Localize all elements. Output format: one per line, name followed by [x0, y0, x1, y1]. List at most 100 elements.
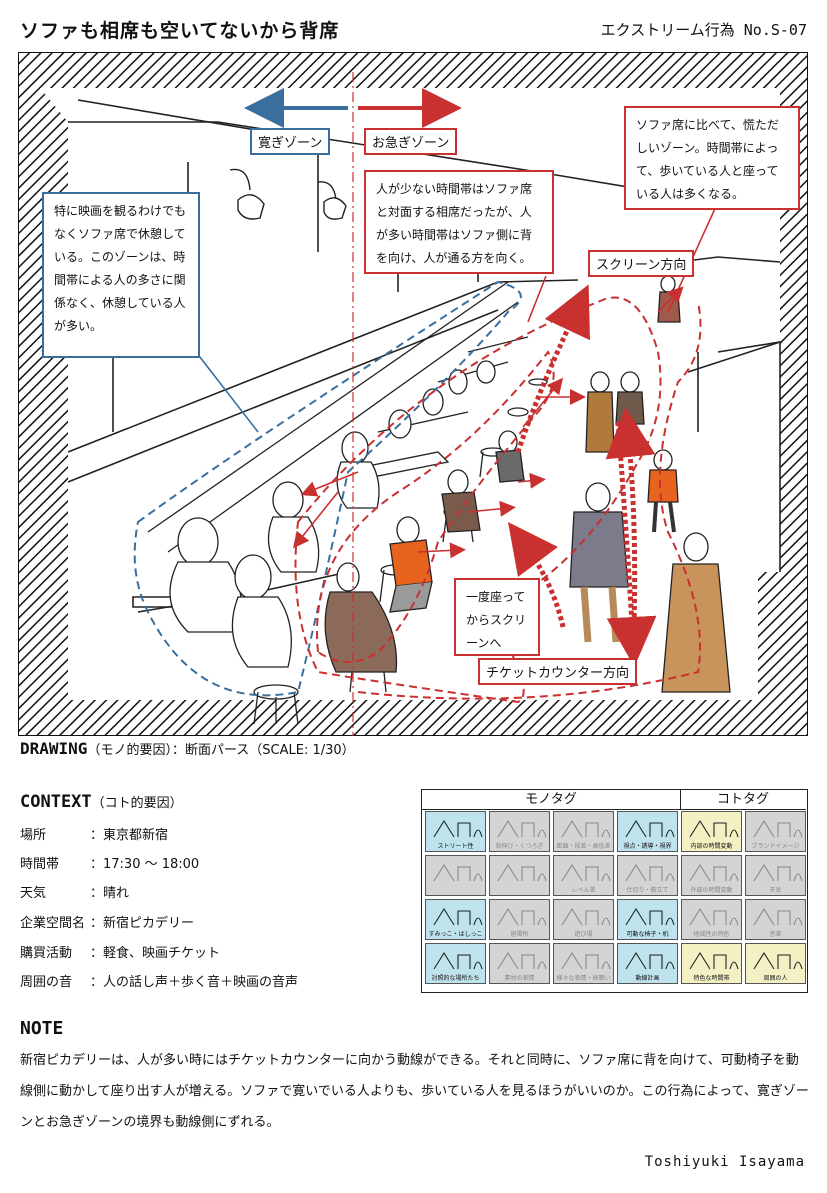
tag-cell-label: 居場所 [510, 931, 529, 938]
annotation-relax-zone: 特に映画を観るわけでもなくソファ席で休憩している。このゾーンは、時間帯による人の… [42, 192, 200, 358]
tag-panel: モノタグ コトタグ ストリート性 背伸び・くつろぎ 距離・段差・高低差 視点・誘導・視… [421, 789, 808, 993]
context-row-purchase: 購買活動 ：軽食、映画チケット [20, 942, 220, 961]
context-heading-sub: （コト的要因） [91, 796, 183, 811]
tag-cell: レベル差 [553, 855, 614, 896]
tag-cell-label: 様々な表情・振舞い [556, 975, 611, 982]
drawing-caption-main: DRAWING [20, 739, 88, 758]
tag-cell: 可動な椅子・机 [617, 899, 678, 940]
context-row-place: 場所 ：東京都新宿 [20, 824, 168, 843]
tag-illustration-icon [753, 863, 803, 882]
context-key: 周囲の音 [20, 975, 73, 990]
tag-cell: 周囲の人 [745, 943, 806, 984]
annotation-sit-then-screen: 一度座ってからスクリーンへ [454, 578, 540, 656]
author-name: Toshiyuki Isayama [644, 1154, 805, 1170]
tag-cell: ブランドイメージ [745, 811, 806, 852]
context-value: ：新宿ピカデリー [90, 916, 195, 931]
tag-cell: 動線計画 [617, 943, 678, 984]
context-value: ：軽食、映画チケット [90, 946, 221, 961]
tag-illustration-icon [753, 951, 803, 970]
tag-illustration-icon [753, 819, 803, 838]
drawing-caption-sub: （モノ的要因）：断面パース（SCALE: 1/30） [87, 743, 355, 758]
context-key: 購買活動 [20, 946, 73, 961]
tag-cell-label: 素材の表情 [504, 975, 535, 982]
context-key: 時間帯 [20, 857, 60, 872]
tag-cell-label: 距離・段差・高低差 [556, 843, 611, 850]
tag-cell: 背伸び・くつろぎ [489, 811, 550, 852]
context-heading: CONTEXT（コト的要因） [20, 792, 183, 812]
tag-illustration-icon [689, 951, 739, 970]
tag-illustration-icon [433, 907, 483, 926]
tag-illustration-icon [625, 863, 675, 882]
tag-illustration-icon [625, 951, 675, 970]
context-row-time: 時間帯 ：17:30 ～ 18:00 [20, 853, 199, 872]
tag-cell: 内部の時間変動 [681, 811, 742, 852]
tag-cell-label: 背伸び・くつろぎ [495, 843, 544, 850]
tag-illustration-icon [689, 863, 739, 882]
label-ticket-direction: チケットカウンター方向 [478, 658, 638, 685]
tag-cell-label: すみっこ・はしっこ [428, 931, 483, 938]
tag-illustration-icon [561, 819, 611, 838]
tag-cell-label: 天気 [769, 887, 782, 894]
tag-cell: 様々な表情・振舞い [553, 943, 614, 984]
context-value: ：17:30 ～ 18:00 [90, 857, 200, 872]
tag-cell-label: 仕切り・衝立て [626, 887, 669, 894]
mono-tag-header: モノタグ [422, 790, 681, 810]
tag-cell: 対照的な場所たち [425, 943, 486, 984]
tag-cell: 特色な時間帯 [681, 943, 742, 984]
tag-illustration-icon [689, 907, 739, 926]
tag-cell: 視点・誘導・視界 [617, 811, 678, 852]
context-value: ：東京都新宿 [90, 828, 169, 843]
tag-cell-label: レベル差 [571, 887, 596, 894]
tag-illustration-icon [625, 907, 675, 926]
tag-cell-label: 周囲の人 [763, 975, 788, 982]
tag-illustration-icon [625, 819, 675, 838]
tag-cell: 素材の表情 [489, 943, 550, 984]
context-row-space: 企業空間名：新宿ピカデリー [20, 912, 194, 931]
tag-illustration-icon [433, 863, 483, 882]
label-screen-direction: スクリーン方向 [588, 250, 695, 277]
tag-illustration-icon [753, 907, 803, 926]
tag-cell: ストリート性 [425, 811, 486, 852]
tag-illustration-icon [561, 907, 611, 926]
tag-cell-label: 外部の時間変動 [690, 887, 733, 894]
tag-cell-label: 遊び場 [574, 931, 593, 938]
tag-cell: すみっこ・はしっこ [425, 899, 486, 940]
tag-cell-label: 地域性の特色 [693, 931, 730, 938]
tag-illustration-icon [497, 863, 547, 882]
tag-cell-label: 内部の時間変動 [690, 843, 733, 850]
note-body: 新宿ピカデリーは、人が多い時にはチケットカウンターに向かう動線ができる。それと同… [20, 1053, 809, 1130]
tag-illustration-icon [561, 863, 611, 882]
tag-illustration-icon [689, 819, 739, 838]
context-key: 天気 [20, 886, 47, 901]
tag-cell: 遊び場 [553, 899, 614, 940]
context-row-weather: 天気 ：晴れ [20, 882, 129, 901]
tag-illustration-icon [433, 951, 483, 970]
tag-cell-label: 特色な時間帯 [693, 975, 730, 982]
tag-cell [425, 855, 486, 896]
tag-illustration-icon [497, 819, 547, 838]
context-key: 場所 [20, 828, 47, 843]
annotation-back-seat: 人が少ない時間帯はソファ席と対面する相席だったが、人が多い時間帯はソファ側に背を… [364, 170, 554, 274]
tag-illustration-icon [561, 951, 611, 970]
tag-illustration-icon [497, 907, 547, 926]
zone-label-relax: 寛ぎゾーン [250, 128, 331, 155]
tag-cell-label: 対照的な場所たち [431, 975, 480, 982]
tag-cell: 居場所 [489, 899, 550, 940]
context-value: ：人の話し声＋歩く音＋映画の音声 [90, 975, 299, 990]
zone-label-hurry: お急ぎゾーン [364, 128, 458, 155]
drawing-caption: DRAWING（モノ的要因）：断面パース（SCALE: 1/30） [20, 739, 355, 758]
tag-cell-label: ストリート性 [437, 843, 474, 850]
note-heading: NOTE [20, 1018, 64, 1039]
tag-cell-label: 音楽 [769, 931, 782, 938]
tag-cell-label: ブランドイメージ [751, 843, 800, 850]
tag-cell: 音楽 [745, 899, 806, 940]
tag-cell: 天気 [745, 855, 806, 896]
tag-cell: 外部の時間変動 [681, 855, 742, 896]
context-value: ：晴れ [90, 886, 130, 901]
koto-tag-header: コトタグ [680, 790, 806, 810]
tag-cell: 仕切り・衝立て [617, 855, 678, 896]
tag-cell-label: 視点・誘導・視界 [623, 843, 672, 850]
annotation-hurry-zone: ソファ席に比べて、慌ただしいゾーン。時間帯によって、歩いている人と座っている人は… [624, 106, 800, 210]
series-number: エクストリーム行為 No.S-07 [600, 21, 807, 39]
context-row-sound: 周囲の音 ：人の話し声＋歩く音＋映画の音声 [20, 971, 298, 990]
